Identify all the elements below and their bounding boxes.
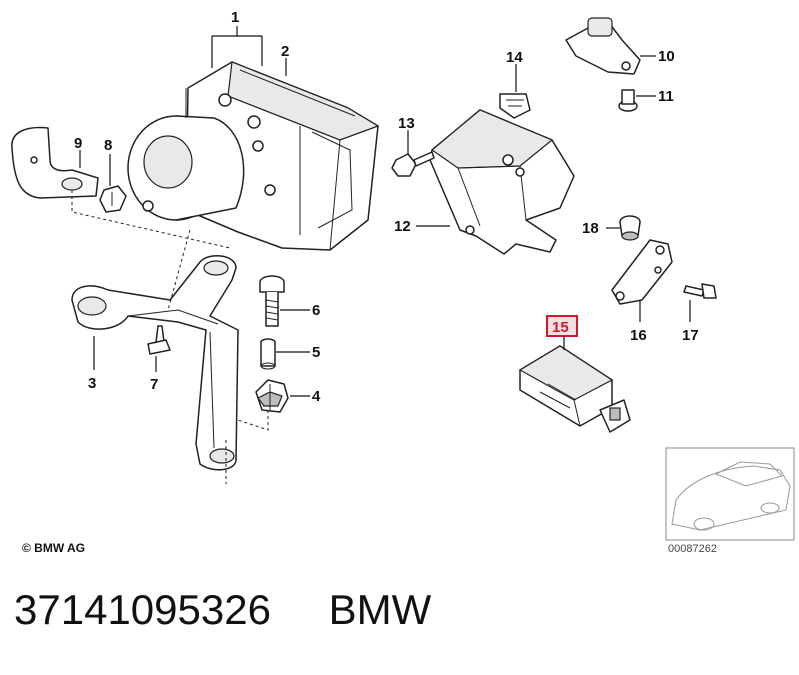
callout-1: 1 <box>231 9 239 26</box>
grommet-18 <box>619 215 641 241</box>
bolt-13 <box>391 151 435 177</box>
callout-16: 16 <box>630 327 647 344</box>
bolt-17 <box>683 283 717 299</box>
sensor-10 <box>565 17 641 75</box>
callout-15: 15 <box>552 319 569 336</box>
bracket-12 <box>429 109 575 255</box>
bolt-11 <box>618 89 638 112</box>
callout-17: 17 <box>682 327 699 344</box>
callout-18: 18 <box>582 220 599 237</box>
callout-7: 7 <box>150 376 158 393</box>
bracket-9 <box>11 126 99 199</box>
callout-numbers: 1 2 3 4 5 6 7 8 9 10 11 12 13 14 15 16 1… <box>74 9 699 405</box>
vehicle-thumbnail <box>665 447 795 541</box>
callout-14: 14 <box>506 49 523 66</box>
callout-6: 6 <box>312 302 320 319</box>
callout-8: 8 <box>104 137 112 154</box>
callout-15-highlight <box>546 315 578 337</box>
bolt-6 <box>259 275 285 327</box>
control-unit-15 <box>518 345 631 433</box>
callout-5: 5 <box>312 344 320 361</box>
callout-2: 2 <box>281 43 289 60</box>
callout-4: 4 <box>312 388 321 405</box>
callout-9: 9 <box>74 135 82 152</box>
bracket-16 <box>611 239 673 305</box>
nut-4 <box>255 379 289 413</box>
callout-11: 11 <box>658 88 674 105</box>
diagram-reference-code: 00087262 <box>668 543 717 555</box>
bracket-3 <box>71 255 239 471</box>
copyright-notice: © BMW AG <box>22 541 86 555</box>
callout-3: 3 <box>88 375 96 392</box>
brand-name: BMW <box>328 586 432 633</box>
callout-13: 13 <box>398 115 415 132</box>
spacer-5 <box>260 338 276 370</box>
callout-12: 12 <box>394 218 411 235</box>
abs-hydraulic-unit <box>127 61 380 251</box>
bolt-8 <box>99 185 127 213</box>
callout-10: 10 <box>658 48 675 65</box>
caption: 37141095326 BMW <box>14 586 431 634</box>
clip-14 <box>499 93 531 119</box>
part-number: 37141095326 <box>14 586 271 633</box>
bolt-7 <box>147 325 171 355</box>
